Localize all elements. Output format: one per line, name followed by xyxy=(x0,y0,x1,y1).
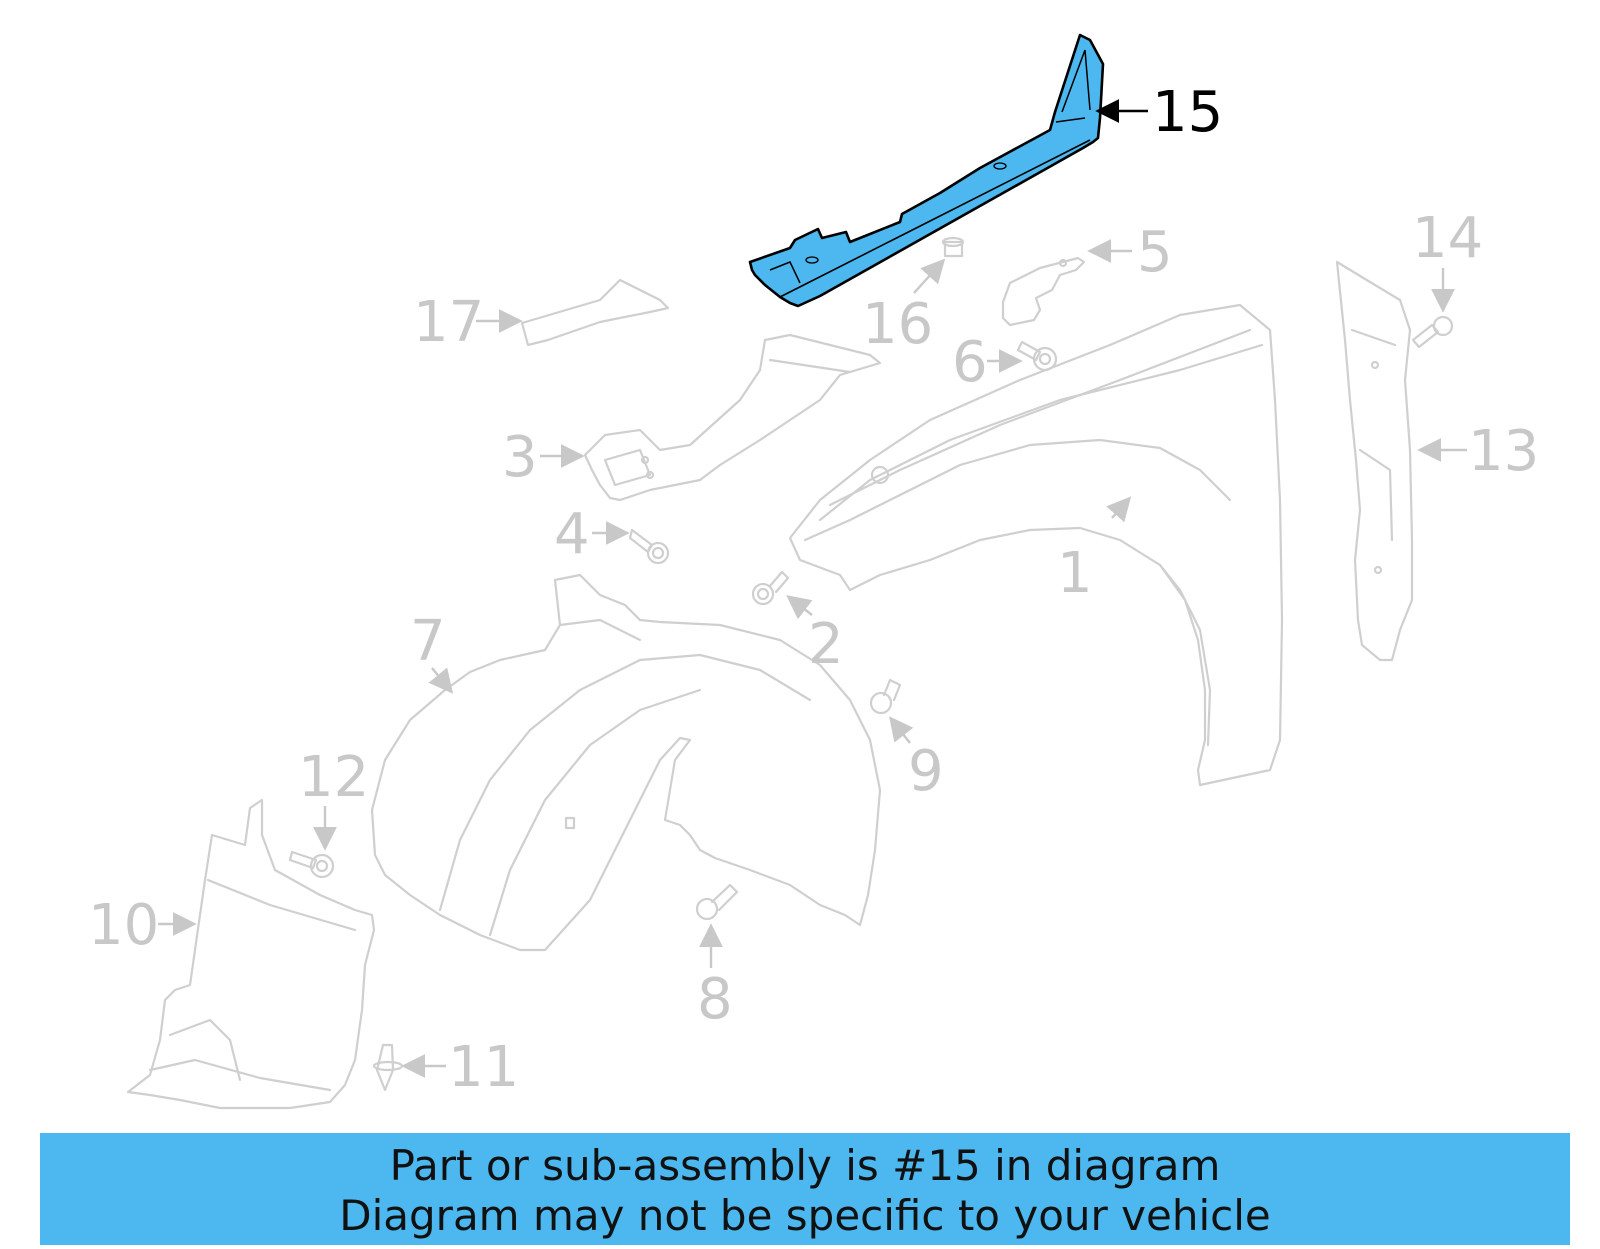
part-17-trim[interactable] xyxy=(520,278,670,347)
part-10-splash-shield[interactable] xyxy=(126,798,376,1110)
callout-1[interactable]: 1 xyxy=(1057,541,1093,606)
part-2-bolt[interactable] xyxy=(751,570,790,606)
callout-14[interactable]: 14 xyxy=(1412,206,1483,271)
arrow-1 xyxy=(1106,496,1132,523)
banner-line-part-number: Part or sub-assembly is #15 in diagram xyxy=(389,1141,1221,1190)
part-8-screw[interactable] xyxy=(695,883,739,921)
info-banner: Part or sub-assembly is #15 in diagram D… xyxy=(40,1133,1570,1245)
part-6-bolt[interactable] xyxy=(1016,340,1058,372)
part-4-screw[interactable] xyxy=(628,528,670,565)
arrow-7 xyxy=(428,667,454,694)
callout-10[interactable]: 10 xyxy=(88,893,159,958)
callout-2[interactable]: 2 xyxy=(808,612,844,677)
callout-16[interactable]: 16 xyxy=(862,292,933,357)
arrow-16 xyxy=(913,258,946,294)
callout-15[interactable]: 15 xyxy=(1152,80,1223,145)
arrow-9 xyxy=(889,716,914,744)
callout-9[interactable]: 9 xyxy=(908,739,944,804)
part-11-clip[interactable] xyxy=(372,1043,404,1092)
part-1-fender[interactable] xyxy=(788,303,1284,787)
part-5-bracket[interactable] xyxy=(1001,256,1086,327)
callout-5[interactable]: 5 xyxy=(1137,220,1173,285)
callout-3[interactable]: 3 xyxy=(502,425,538,490)
part-14-screw[interactable] xyxy=(1411,315,1454,349)
part-12-bolt[interactable] xyxy=(288,850,335,879)
part-3-bracket[interactable] xyxy=(583,333,882,502)
part-9-clip[interactable] xyxy=(869,678,902,715)
callout-13[interactable]: 13 xyxy=(1468,419,1539,484)
callout-11[interactable]: 11 xyxy=(448,1035,519,1100)
callout-labels: 15 1 2 3 4 5 6 7 8 9 10 11 12 13 14 16 1… xyxy=(88,80,1539,1100)
callout-17[interactable]: 17 xyxy=(413,290,484,355)
part-13-seal[interactable] xyxy=(1335,260,1414,662)
arrow-2 xyxy=(786,595,813,620)
leader-arrows xyxy=(158,99,1467,1078)
callout-12[interactable]: 12 xyxy=(298,745,369,810)
part-16-nut[interactable] xyxy=(941,236,965,258)
callout-7[interactable]: 7 xyxy=(410,609,446,674)
callout-8[interactable]: 8 xyxy=(697,967,733,1032)
callout-4[interactable]: 4 xyxy=(554,502,590,567)
banner-line-disclaimer: Diagram may not be specific to your vehi… xyxy=(339,1191,1271,1240)
callout-6[interactable]: 6 xyxy=(952,330,988,395)
part-7-fender-liner[interactable] xyxy=(370,573,882,952)
part-15-bracket[interactable] xyxy=(748,33,1105,308)
